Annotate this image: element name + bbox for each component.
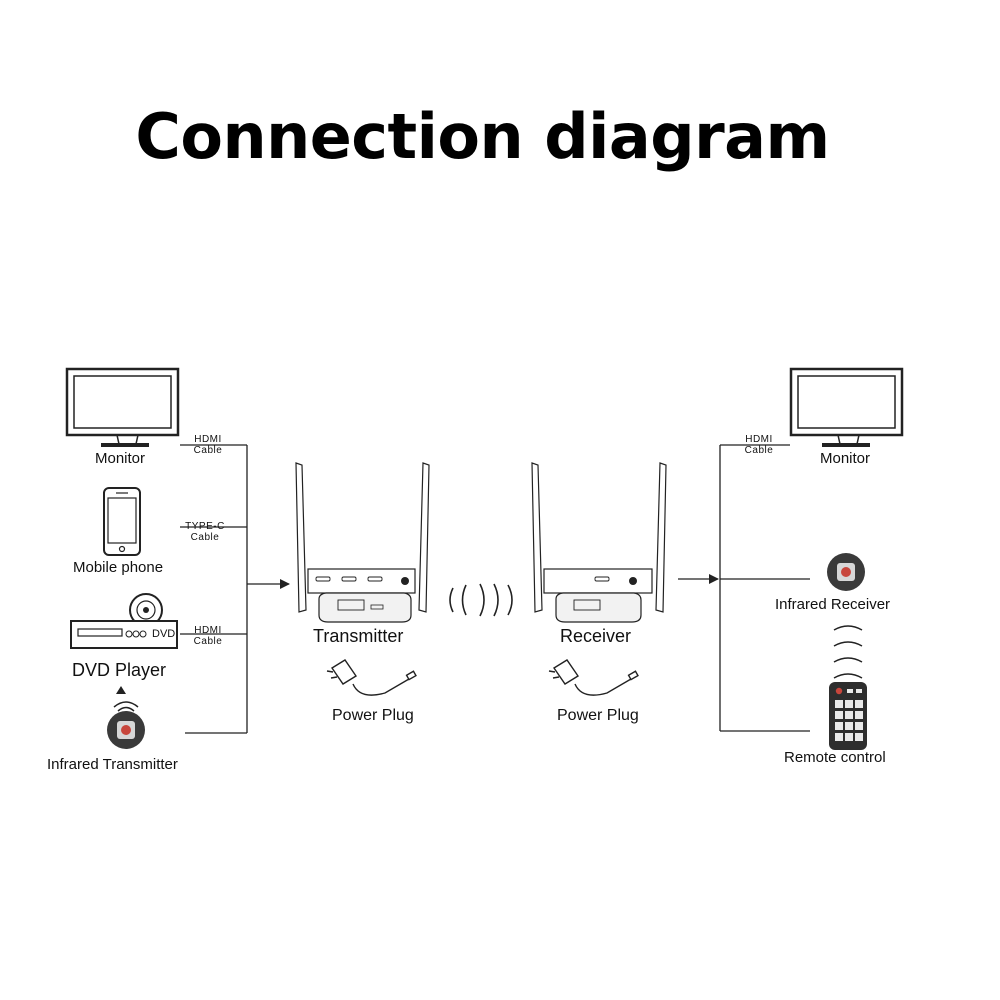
power-plug-icon-2 bbox=[548, 659, 639, 696]
left-monitor-label: Monitor bbox=[95, 450, 146, 467]
left-cable-label-typec: TYPE-C Cable bbox=[182, 521, 228, 543]
cable-word: Cable bbox=[190, 532, 220, 543]
remote-control-icon bbox=[829, 682, 867, 750]
mobile-phone-label: Mobile phone bbox=[73, 559, 164, 576]
transmitter-label: Transmitter bbox=[313, 626, 404, 646]
infrared-signal-waves bbox=[833, 625, 863, 679]
left-connection-lines bbox=[180, 444, 290, 734]
right-monitor-label: Monitor bbox=[820, 450, 871, 467]
cable-type: HDMI bbox=[745, 434, 773, 445]
cable-word: Cable bbox=[193, 636, 223, 647]
infrared-receiver-label: Infrared Receiver bbox=[775, 596, 891, 613]
left-cable-label-hdmi-1: HDMI Cable bbox=[186, 434, 230, 456]
cable-type: HDMI bbox=[194, 625, 222, 636]
remote-control-label: Remote control bbox=[784, 749, 886, 766]
left-cable-label-hdmi-2: HDMI Cable bbox=[186, 625, 230, 647]
mobile-phone-icon bbox=[103, 487, 141, 556]
infrared-transmitter-icon bbox=[107, 686, 145, 749]
power-plug-icon-1 bbox=[326, 659, 417, 696]
power-plug-label-1: Power Plug bbox=[332, 707, 414, 724]
diagram-title: Connection diagram bbox=[135, 100, 830, 173]
receiver-device-icon bbox=[531, 462, 667, 623]
infrared-receiver-icon bbox=[827, 553, 865, 591]
dvd-player-label: DVD Player bbox=[72, 660, 167, 680]
right-monitor-icon bbox=[789, 367, 904, 447]
cable-type: TYPE-C bbox=[185, 521, 225, 532]
receiver-label: Receiver bbox=[560, 626, 632, 646]
power-plug-label-2: Power Plug bbox=[557, 707, 639, 724]
transmitter-device-icon bbox=[295, 462, 430, 623]
cable-word: Cable bbox=[193, 445, 223, 456]
cable-word: Cable bbox=[744, 445, 774, 456]
cable-type: HDMI bbox=[194, 434, 222, 445]
infrared-transmitter-label: Infrared Transmitter bbox=[47, 756, 178, 773]
dvd-logo-text: DVD bbox=[152, 628, 176, 640]
right-connection-lines bbox=[678, 444, 810, 732]
right-cable-label-hdmi: HDMI Cable bbox=[737, 434, 781, 456]
wireless-signal-waves bbox=[449, 583, 513, 617]
left-monitor-icon bbox=[65, 367, 180, 447]
dvd-player-icon bbox=[70, 593, 178, 649]
